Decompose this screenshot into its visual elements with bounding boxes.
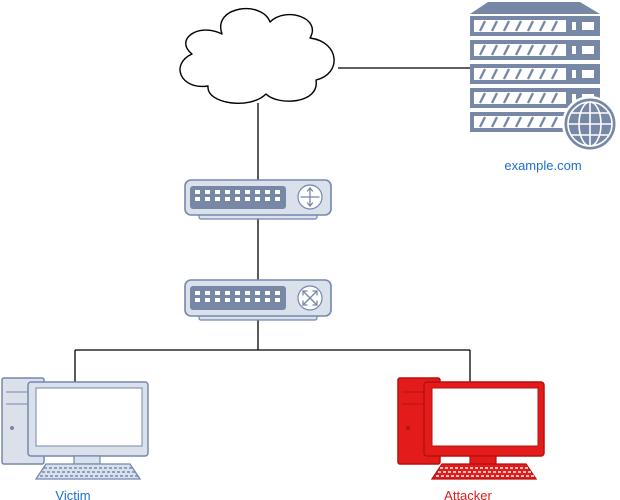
victim-label: Victim [55,488,90,500]
switch-icon [184,279,332,321]
cloud-icon [179,8,335,104]
router-icon [184,179,332,220]
attacker-label: Attacker [444,488,492,500]
server-label: example.com [504,158,581,173]
network-links [74,67,472,383]
attacker-computer-icon [397,377,545,480]
web-server-icon [470,2,618,152]
victim-computer-icon [1,377,149,480]
